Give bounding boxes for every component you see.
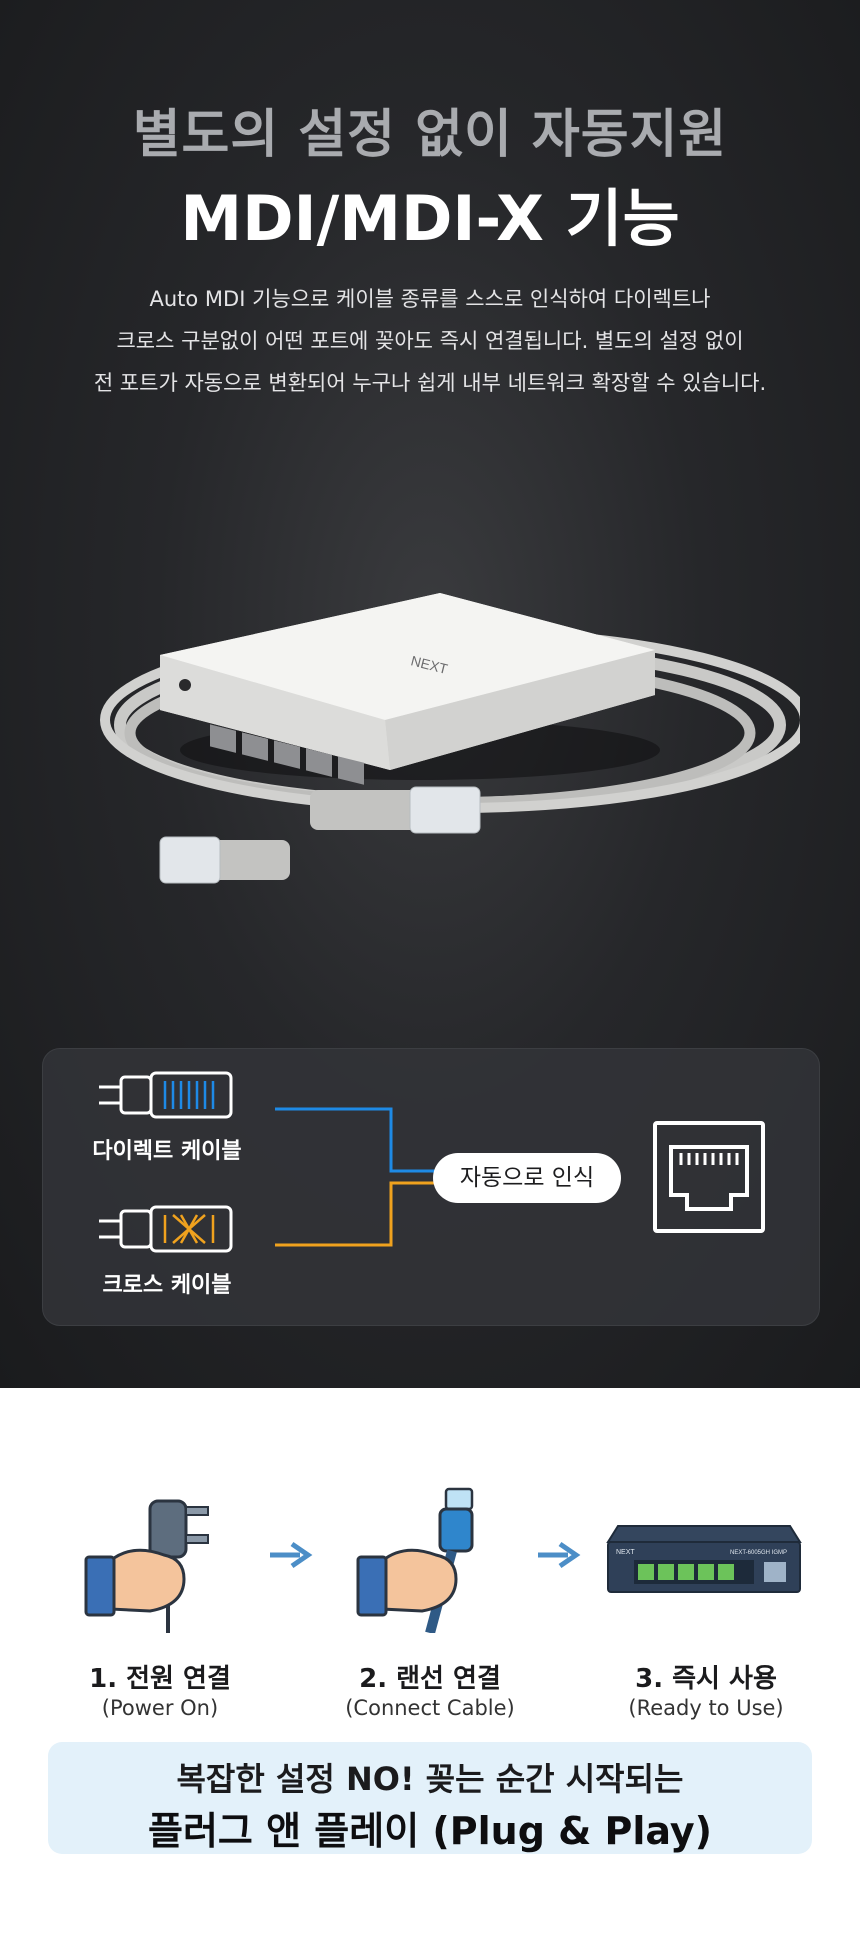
power-plug-hand-icon: [84, 1499, 209, 1633]
arrow-right-icon: [270, 1541, 313, 1569]
connection-lines: [275, 1107, 435, 1247]
arrow-right-icon: [538, 1541, 581, 1569]
cross-cable-label: 크로스 케이블: [102, 1273, 232, 1298]
switch-icon-model: NEXT-6005GH IGMP: [730, 1550, 787, 1556]
cross-cable-icon: [99, 1205, 233, 1253]
hero-desc-line: 전 포트가 자동으로 변환되어 누구나 쉽게 내부 네트워크 확장할 수 있습니…: [93, 371, 767, 395]
step-2-title: 2. 랜선 연결: [359, 1664, 501, 1694]
banner-line2: 플러그 앤 플레이 (Plug & Play): [148, 1809, 712, 1853]
mdi-diagram-panel: 다이렉트 케이블 크로스 케이블 자동으로 인식: [42, 1048, 820, 1326]
hero-title-line1: 별도의 설정 없이 자동지원: [132, 105, 728, 165]
direct-cable-icon: [99, 1071, 233, 1119]
step-1-title: 1. 전원 연결: [89, 1664, 231, 1694]
lan-cable-hand-icon: [356, 1487, 474, 1633]
hero-title-line2: MDI/MDI-X 기능: [180, 182, 680, 255]
hero-desc-line: 크로스 구분없이 어떤 포트에 꽂아도 즉시 연결됩니다. 별도의 설정 없이: [116, 329, 744, 353]
step-3-subtitle: (Ready to Use): [628, 1696, 784, 1720]
hero-desc-line: Auto MDI 기능으로 케이블 종류를 스스로 인식하여 다이렉트나: [149, 287, 711, 311]
step-2-subtitle: (Connect Cable): [345, 1696, 515, 1720]
hero-section: 별도의 설정 없이 자동지원 MDI/MDI-X 기능 Auto MDI 기능으…: [0, 0, 860, 1388]
plug-and-play-banner: 복잡한 설정 NO! 꽂는 순간 시작되는 플러그 앤 플레이 (Plug & …: [48, 1742, 812, 1854]
steps-section: NEXT NEXT-6005GH IGMP 1. 전원 연결 (Power On…: [0, 1388, 860, 1944]
switch-product-image: NEXT: [100, 593, 800, 884]
rj45-port-icon: [653, 1121, 765, 1233]
banner-line1: 복잡한 설정 NO! 꽂는 순간 시작되는: [176, 1760, 684, 1798]
network-switch-icon: NEXT NEXT-6005GH IGMP: [606, 1525, 802, 1593]
step-1-subtitle: (Power On): [101, 1696, 219, 1720]
step-3-title: 3. 즉시 사용: [635, 1664, 777, 1694]
direct-cable-label: 다이렉트 케이블: [92, 1139, 242, 1164]
hero-description: Auto MDI 기능으로 케이블 종류를 스스로 인식하여 다이렉트나 크로스…: [60, 278, 800, 404]
switch-icon-brand: NEXT: [616, 1549, 635, 1556]
auto-detect-badge: 자동으로 인식: [433, 1153, 621, 1203]
